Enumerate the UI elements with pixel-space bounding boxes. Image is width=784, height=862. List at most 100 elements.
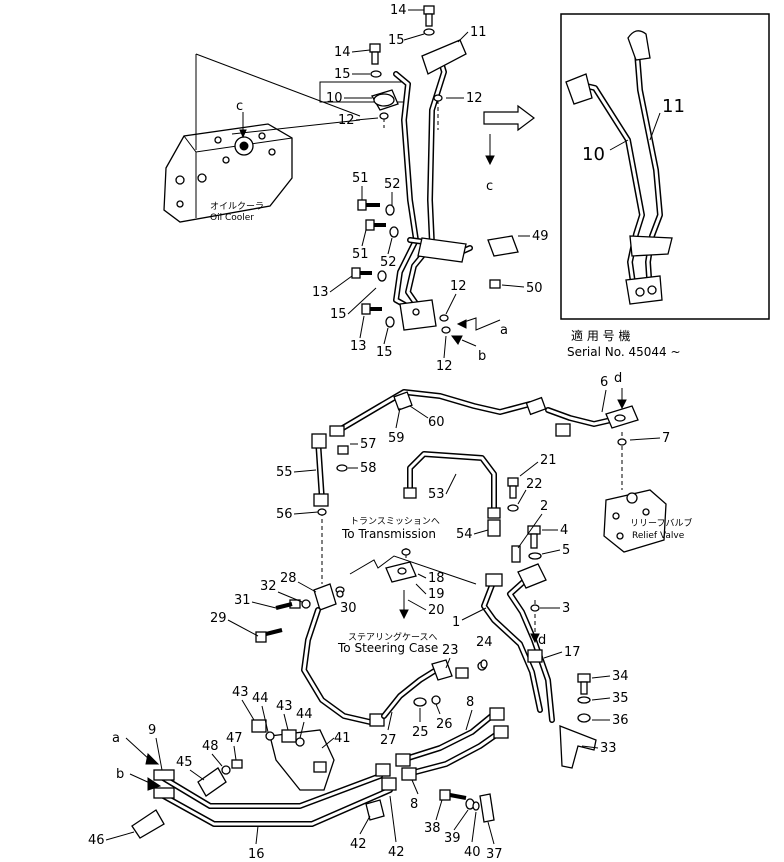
callout-5: 5	[562, 543, 570, 558]
callout-b-bottom: b	[116, 767, 124, 782]
serial-label-jp: 適 用 号 機	[571, 328, 630, 343]
callout-47: 47	[226, 731, 243, 746]
callout-42a: 42	[350, 837, 367, 852]
callout-55: 55	[276, 465, 293, 480]
callout-6: 6	[600, 375, 608, 390]
callout-37: 37	[486, 847, 503, 862]
callout-8a: 8	[466, 695, 474, 710]
callout-36: 36	[612, 713, 629, 728]
serial-label-en: Serial No. 45044 ~	[567, 345, 681, 359]
callout-30: 30	[340, 601, 357, 616]
callout-41: 41	[334, 731, 351, 746]
callout-26: 26	[436, 717, 453, 732]
callout-52a: 52	[384, 177, 401, 192]
callout-34: 34	[612, 669, 629, 684]
oil-cooler-label-jp: オイルクーラ	[210, 201, 264, 212]
callout-23: 23	[442, 643, 459, 658]
relief-valve-label-en: Relief Valve	[632, 531, 685, 541]
oil-cooler-drawing: オイルクーラ Oil Cooler	[163, 112, 293, 223]
callout-c-arrow: c	[486, 179, 493, 194]
callout-58: 58	[360, 461, 377, 476]
callout-39: 39	[444, 831, 461, 846]
to-transmission-label-en: To Transmission	[341, 527, 436, 541]
relief-valve-label-jp: リリーフバルブ	[630, 517, 692, 529]
callout-44b: 44	[296, 707, 313, 722]
top-hardware	[351, 5, 501, 334]
callout-21: 21	[540, 453, 557, 468]
callout-50: 50	[526, 281, 543, 296]
callout-59: 59	[388, 431, 405, 446]
callout-19: 19	[428, 587, 445, 602]
callout-49: 49	[532, 229, 549, 244]
callout-22: 22	[526, 477, 543, 492]
callout-54: 54	[456, 527, 473, 542]
callout-13a: 13	[312, 285, 329, 300]
callout-a-bottom: a	[112, 731, 120, 746]
callout-33: 33	[600, 741, 617, 756]
callout-29: 29	[210, 611, 227, 626]
callout-51a: 51	[352, 171, 369, 186]
callout-1: 1	[452, 615, 460, 630]
to-steering-label-en: To Steering Case	[337, 641, 438, 655]
callout-56: 56	[276, 507, 293, 522]
callout-4: 4	[560, 523, 568, 538]
callout-12a: 12	[466, 91, 483, 106]
callout-16: 16	[248, 847, 265, 862]
callout-a-top: a	[500, 323, 508, 338]
callout-13b: 13	[350, 339, 367, 354]
callout-15c: 15	[330, 307, 347, 322]
callout-d-bottom: d	[538, 633, 546, 648]
callout-24: 24	[476, 635, 493, 650]
callout-45: 45	[176, 755, 193, 770]
callout-15b: 15	[334, 67, 351, 82]
callout-25: 25	[412, 725, 429, 740]
callout-43b: 43	[276, 699, 293, 714]
callout-52b: 52	[380, 255, 397, 270]
callout-32: 32	[260, 579, 277, 594]
callout-57: 57	[360, 437, 377, 452]
callout-3: 3	[562, 601, 570, 616]
bottom-pipe-assembly	[125, 673, 597, 839]
callout-38: 38	[424, 821, 441, 836]
callout-44a: 44	[252, 691, 269, 706]
callout-8b: 8	[410, 797, 418, 812]
serial-variant-inset: 11 10	[560, 13, 770, 320]
callout-7: 7	[662, 431, 670, 446]
callout-9: 9	[148, 723, 156, 738]
to-steering-label-jp: ステアリングケースへ	[348, 631, 438, 643]
callout-14b: 14	[334, 45, 351, 60]
mid-pipe-assembly: リリーフバルブ Relief Valve	[255, 388, 692, 727]
callout-10: 10	[326, 91, 343, 106]
callout-51b: 51	[352, 247, 369, 262]
callout-14a: 14	[390, 3, 407, 18]
callout-40: 40	[464, 845, 481, 860]
top-pipe-assembly	[319, 39, 519, 331]
callout-46: 46	[88, 833, 105, 848]
callout-12c: 12	[450, 279, 467, 294]
callout-inset-11: 11	[662, 96, 685, 117]
callout-inset-10: 10	[582, 144, 605, 165]
callout-42b: 42	[388, 845, 405, 860]
callout-15d: 15	[376, 345, 393, 360]
callout-53: 53	[428, 487, 445, 502]
callout-d-top: d	[614, 371, 622, 386]
clip-49	[487, 235, 519, 257]
callout-11: 11	[470, 25, 487, 40]
callout-12b: 12	[338, 113, 355, 128]
to-transmission-label-jp: トランスミッションへ	[350, 516, 440, 527]
callout-17: 17	[564, 645, 581, 660]
callout-31: 31	[234, 593, 251, 608]
callout-28: 28	[280, 571, 297, 586]
callout-2: 2	[540, 499, 548, 514]
callout-12d: 12	[436, 359, 453, 374]
callout-48: 48	[202, 739, 219, 754]
callout-18: 18	[428, 571, 445, 586]
oil-cooler-label-en: Oil Cooler	[210, 213, 254, 223]
callout-35: 35	[612, 691, 629, 706]
callout-60: 60	[428, 415, 445, 430]
callout-b-top: b	[478, 349, 486, 364]
callout-c-top: c	[236, 99, 243, 114]
callout-20: 20	[428, 603, 445, 618]
callout-27: 27	[380, 733, 397, 748]
